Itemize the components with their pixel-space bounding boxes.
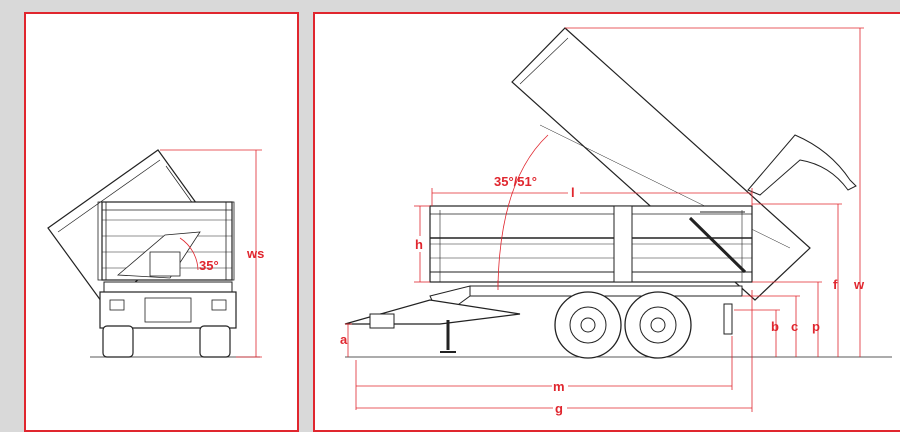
- l-dimension-label: l: [571, 185, 575, 200]
- rear-angle-label: 35°: [199, 258, 219, 273]
- a-dimension-label: a: [340, 332, 348, 347]
- w-dimension-label: w: [853, 277, 865, 292]
- rear-view-drawing: ws 35°: [47, 149, 264, 358]
- ws-dimension-label: ws: [246, 246, 264, 261]
- p-dimension-label: p: [812, 319, 820, 334]
- trailer-drawing: ws 35°: [47, 27, 892, 416]
- b-dimension-label: b: [771, 319, 779, 334]
- side-view-drawing: l h a b c p f w m: [340, 27, 892, 416]
- tipping-angle-label: 35°/51°: [494, 174, 537, 189]
- f-dimension-label: f: [833, 277, 838, 292]
- g-dimension-label: g: [555, 401, 563, 416]
- h-dimension-label: h: [415, 237, 423, 252]
- c-dimension-label: c: [791, 319, 798, 334]
- m-dimension-label: m: [553, 379, 565, 394]
